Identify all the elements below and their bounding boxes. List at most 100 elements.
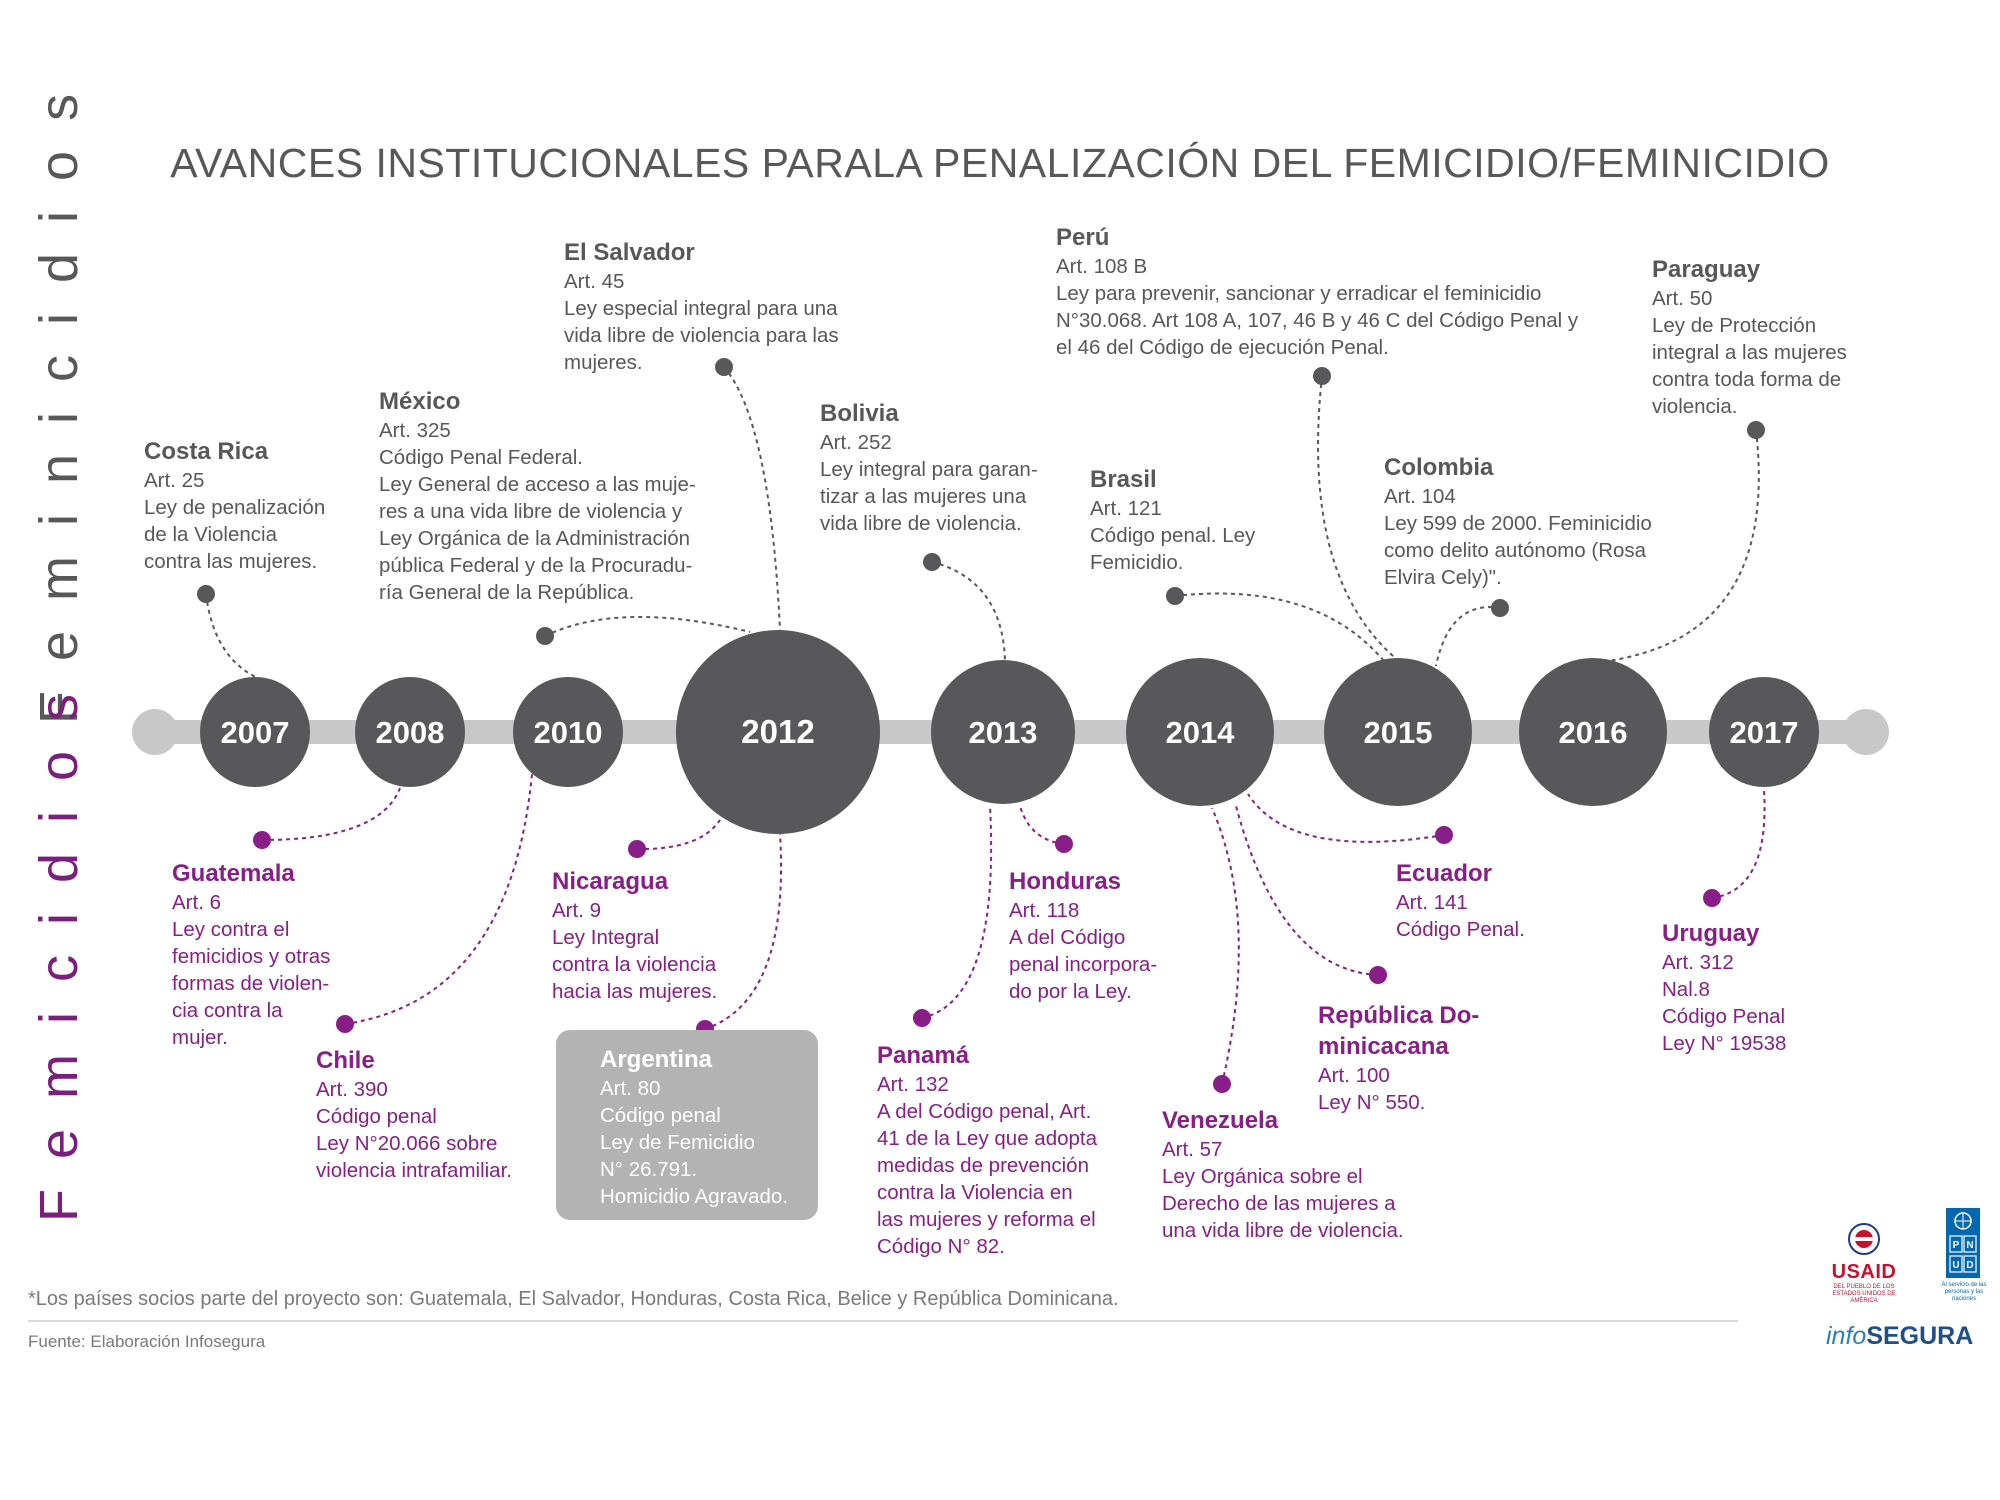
connector-nicaragua [636,819,721,851]
article-number: Art. 45 [564,270,625,293]
connector-mexico [544,615,751,637]
law-text-line: Código penal [316,1105,437,1128]
usaid-caption: DEL PUEBLO DE LOS ESTADOS UNIDOS DE AMÉR… [1832,1284,1896,1304]
law-text-line: Ley integral para garan- [820,458,1038,481]
law-text-line: contra las mujeres. [144,550,318,573]
article-number: Art. 57 [1162,1138,1223,1161]
law-text-line: de la Violencia [144,523,277,546]
law-text-line: pública Federal y de la Procuradu- [379,554,693,577]
connector-lines [205,366,1766,1085]
country-name: Guatemala [172,860,295,887]
law-text-line: Código Penal. [1396,918,1525,941]
track-end-cap [1843,709,1889,755]
law-text-line: penal incorpora- [1009,953,1158,976]
law-text-line: hacia las mujeres. [552,980,718,1003]
article-number: Art. 121 [1090,497,1162,520]
year-label-2007: 2007 [221,715,290,750]
law-text-line: Código N° 82. [877,1235,1005,1258]
connector-el-salvador [723,366,781,631]
year-label-2014: 2014 [1166,715,1236,750]
law-text-line: medidas de prevención [877,1154,1089,1177]
connector-panama [921,805,993,1019]
article-number: Art. 141 [1396,891,1468,914]
infosegura-logo-part2: SEGURA [1866,1322,1974,1350]
country-name: Colombia [1384,454,1494,481]
dot-el-salvador [715,358,733,376]
law-text-line: Elvira Cely)". [1384,566,1502,589]
country-name: México [379,388,461,415]
article-number: Art. 118 [1009,899,1080,922]
law-text-line: integral a las mujeres [1652,341,1847,364]
dot-peru [1166,587,1184,605]
law-text-line: el 46 del Código de ejecución Penal. [1056,336,1389,359]
side-label-femicidios: Femicidios [29,663,89,1222]
law-text-line: N°30.068. Art 108 A, 107, 46 B y 46 C de… [1056,309,1579,332]
year-node-2016 [1519,658,1667,806]
dot-paraguay [1747,421,1765,439]
country-name: Ecuador [1396,860,1493,887]
dot-mexico [536,627,554,645]
year-node-2007 [200,677,310,787]
argentina-highlight-box [556,1030,818,1220]
track-start-cap [132,709,178,755]
law-text-line: Ley General de acceso a las muje- [379,473,696,496]
connector-venezuela [1211,807,1240,1085]
dot-ecuador [1435,826,1453,844]
connector-argentina [704,833,783,1030]
law-text-line: do por la Ley. [1009,980,1132,1003]
usaid-seal-icon [1848,1223,1880,1255]
year-label-2016: 2016 [1559,715,1628,750]
law-text-line: res a una vida libre de violencia y [379,500,683,523]
law-text-line: violencia. [1652,395,1738,418]
law-text-line: Código penal. Ley [1090,524,1256,547]
law-text-line: vida libre de violencia. [820,512,1022,535]
connector-ecuador [1247,793,1445,843]
country-name: Nicaragua [552,868,669,895]
connector-paraguay [1599,429,1760,663]
country-name: Honduras [1009,868,1122,895]
article-number: Art. 104 [1384,485,1456,508]
infosegura-logo-part1: info [1826,1322,1867,1350]
connector-uruguay [1711,789,1766,899]
dot-nicaragua [628,840,646,858]
un-emblem-icon: P N U D [1949,1212,1977,1273]
svg-text:N: N [1966,1240,1973,1251]
connector-chile [344,773,533,1025]
country-name: Costa Rica [144,438,269,465]
country-name: Uruguay [1662,920,1760,947]
law-text-line: Ley para prevenir, sancionar y erradicar… [1056,282,1542,305]
dot-colombia [1491,599,1509,617]
source-note: Fuente: Elaboración Infosegura [28,1332,266,1351]
svg-text:U: U [1952,1260,1959,1271]
year-node-2008 [355,677,465,787]
dot-venezuela [1213,1075,1231,1093]
country-name: Chile [316,1047,375,1074]
article-number: Art. 108 B [1056,255,1148,278]
connector-peru [1174,592,1389,667]
law-text-line: Código penal [600,1104,721,1127]
law-text-line: Ley N°20.066 sobre [316,1132,498,1155]
law-text-line: Homicidio Agravado. [600,1185,789,1208]
infosegura-logo: infoSEGURA [1826,1322,1973,1351]
law-text-line: mujeres. [564,351,643,374]
year-label-2013: 2013 [969,715,1038,750]
law-text-line: vida libre de violencia para las [564,324,839,347]
article-number: Art. 6 [172,891,221,914]
usaid-logo: USAID DEL PUEBLO DE LOS ESTADOS UNIDOS D… [1822,1222,1906,1305]
dot-republica-do-minicacana [1369,966,1387,984]
law-text-line: formas de violen- [172,972,330,995]
year-label-2015: 2015 [1364,715,1433,750]
connector-brasil [1317,375,1401,663]
country-name: Perú [1056,224,1110,251]
law-text-line: ría General de la República. [379,581,635,604]
svg-text:D: D [1966,1260,1973,1271]
connector-guatemala [261,787,401,841]
law-text-line: Ley de Femicidio [600,1131,755,1154]
